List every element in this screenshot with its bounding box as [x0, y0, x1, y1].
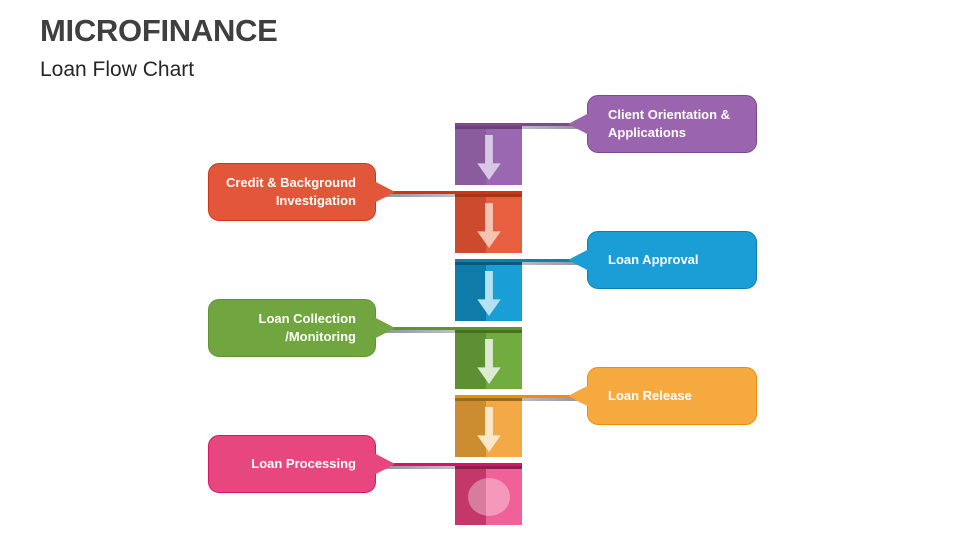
- slide-subtitle: Loan Flow Chart: [40, 58, 195, 81]
- callout-credit-investigation: Credit & Background Investigation: [208, 163, 395, 221]
- arrow-down-icon: [476, 406, 501, 452]
- callout-tail: [568, 385, 589, 407]
- callout-tail: [374, 317, 395, 339]
- callout-loan-processing: Loan Processing: [208, 435, 395, 493]
- arrow-down-icon: [476, 134, 501, 180]
- square-body: [455, 265, 522, 321]
- square-body: [455, 197, 522, 253]
- arrow-down-icon: [476, 338, 501, 384]
- square-top-strip: [455, 123, 522, 129]
- callout-tail: [568, 113, 589, 135]
- square-body: [455, 469, 522, 525]
- square-top-strip: [455, 191, 522, 197]
- slide-title: MICROFINANCE: [40, 13, 278, 48]
- square-top-strip: [455, 327, 522, 333]
- process-square: [455, 191, 522, 253]
- callout-label: Loan Collection /Monitoring: [258, 310, 357, 344]
- square-top-strip: [455, 259, 522, 265]
- callout-tail: [374, 453, 395, 475]
- process-square: [455, 259, 522, 321]
- callout-label: Client Orientation & Applications: [608, 106, 731, 140]
- arrow-down-icon: [476, 202, 501, 248]
- callout-label: Loan Approval: [608, 251, 699, 267]
- square-top-strip: [455, 395, 522, 401]
- square-top-strip: [455, 463, 522, 469]
- process-square: [455, 327, 522, 389]
- callout-client-orientation: Client Orientation & Applications: [568, 95, 757, 153]
- callout-tail: [568, 249, 589, 271]
- callout-loan-collection: Loan Collection /Monitoring: [208, 299, 395, 357]
- callout-label: Loan Processing: [251, 455, 356, 471]
- callout-label: Loan Release: [608, 387, 692, 403]
- circle-icon: [467, 478, 510, 516]
- arrow-down-icon: [476, 270, 501, 316]
- callout-tail: [374, 181, 395, 203]
- process-square: [455, 463, 522, 525]
- process-square: [455, 123, 522, 185]
- connector-line: [374, 463, 522, 469]
- square-body: [455, 129, 522, 185]
- connector-line: [374, 191, 522, 197]
- connector-line: [374, 327, 522, 333]
- square-body: [455, 401, 522, 457]
- callout-loan-release: Loan Release: [568, 367, 757, 425]
- callout-loan-approval: Loan Approval: [568, 231, 757, 289]
- square-body: [455, 333, 522, 389]
- process-square: [455, 395, 522, 457]
- callout-label: Credit & Background Investigation: [225, 174, 356, 208]
